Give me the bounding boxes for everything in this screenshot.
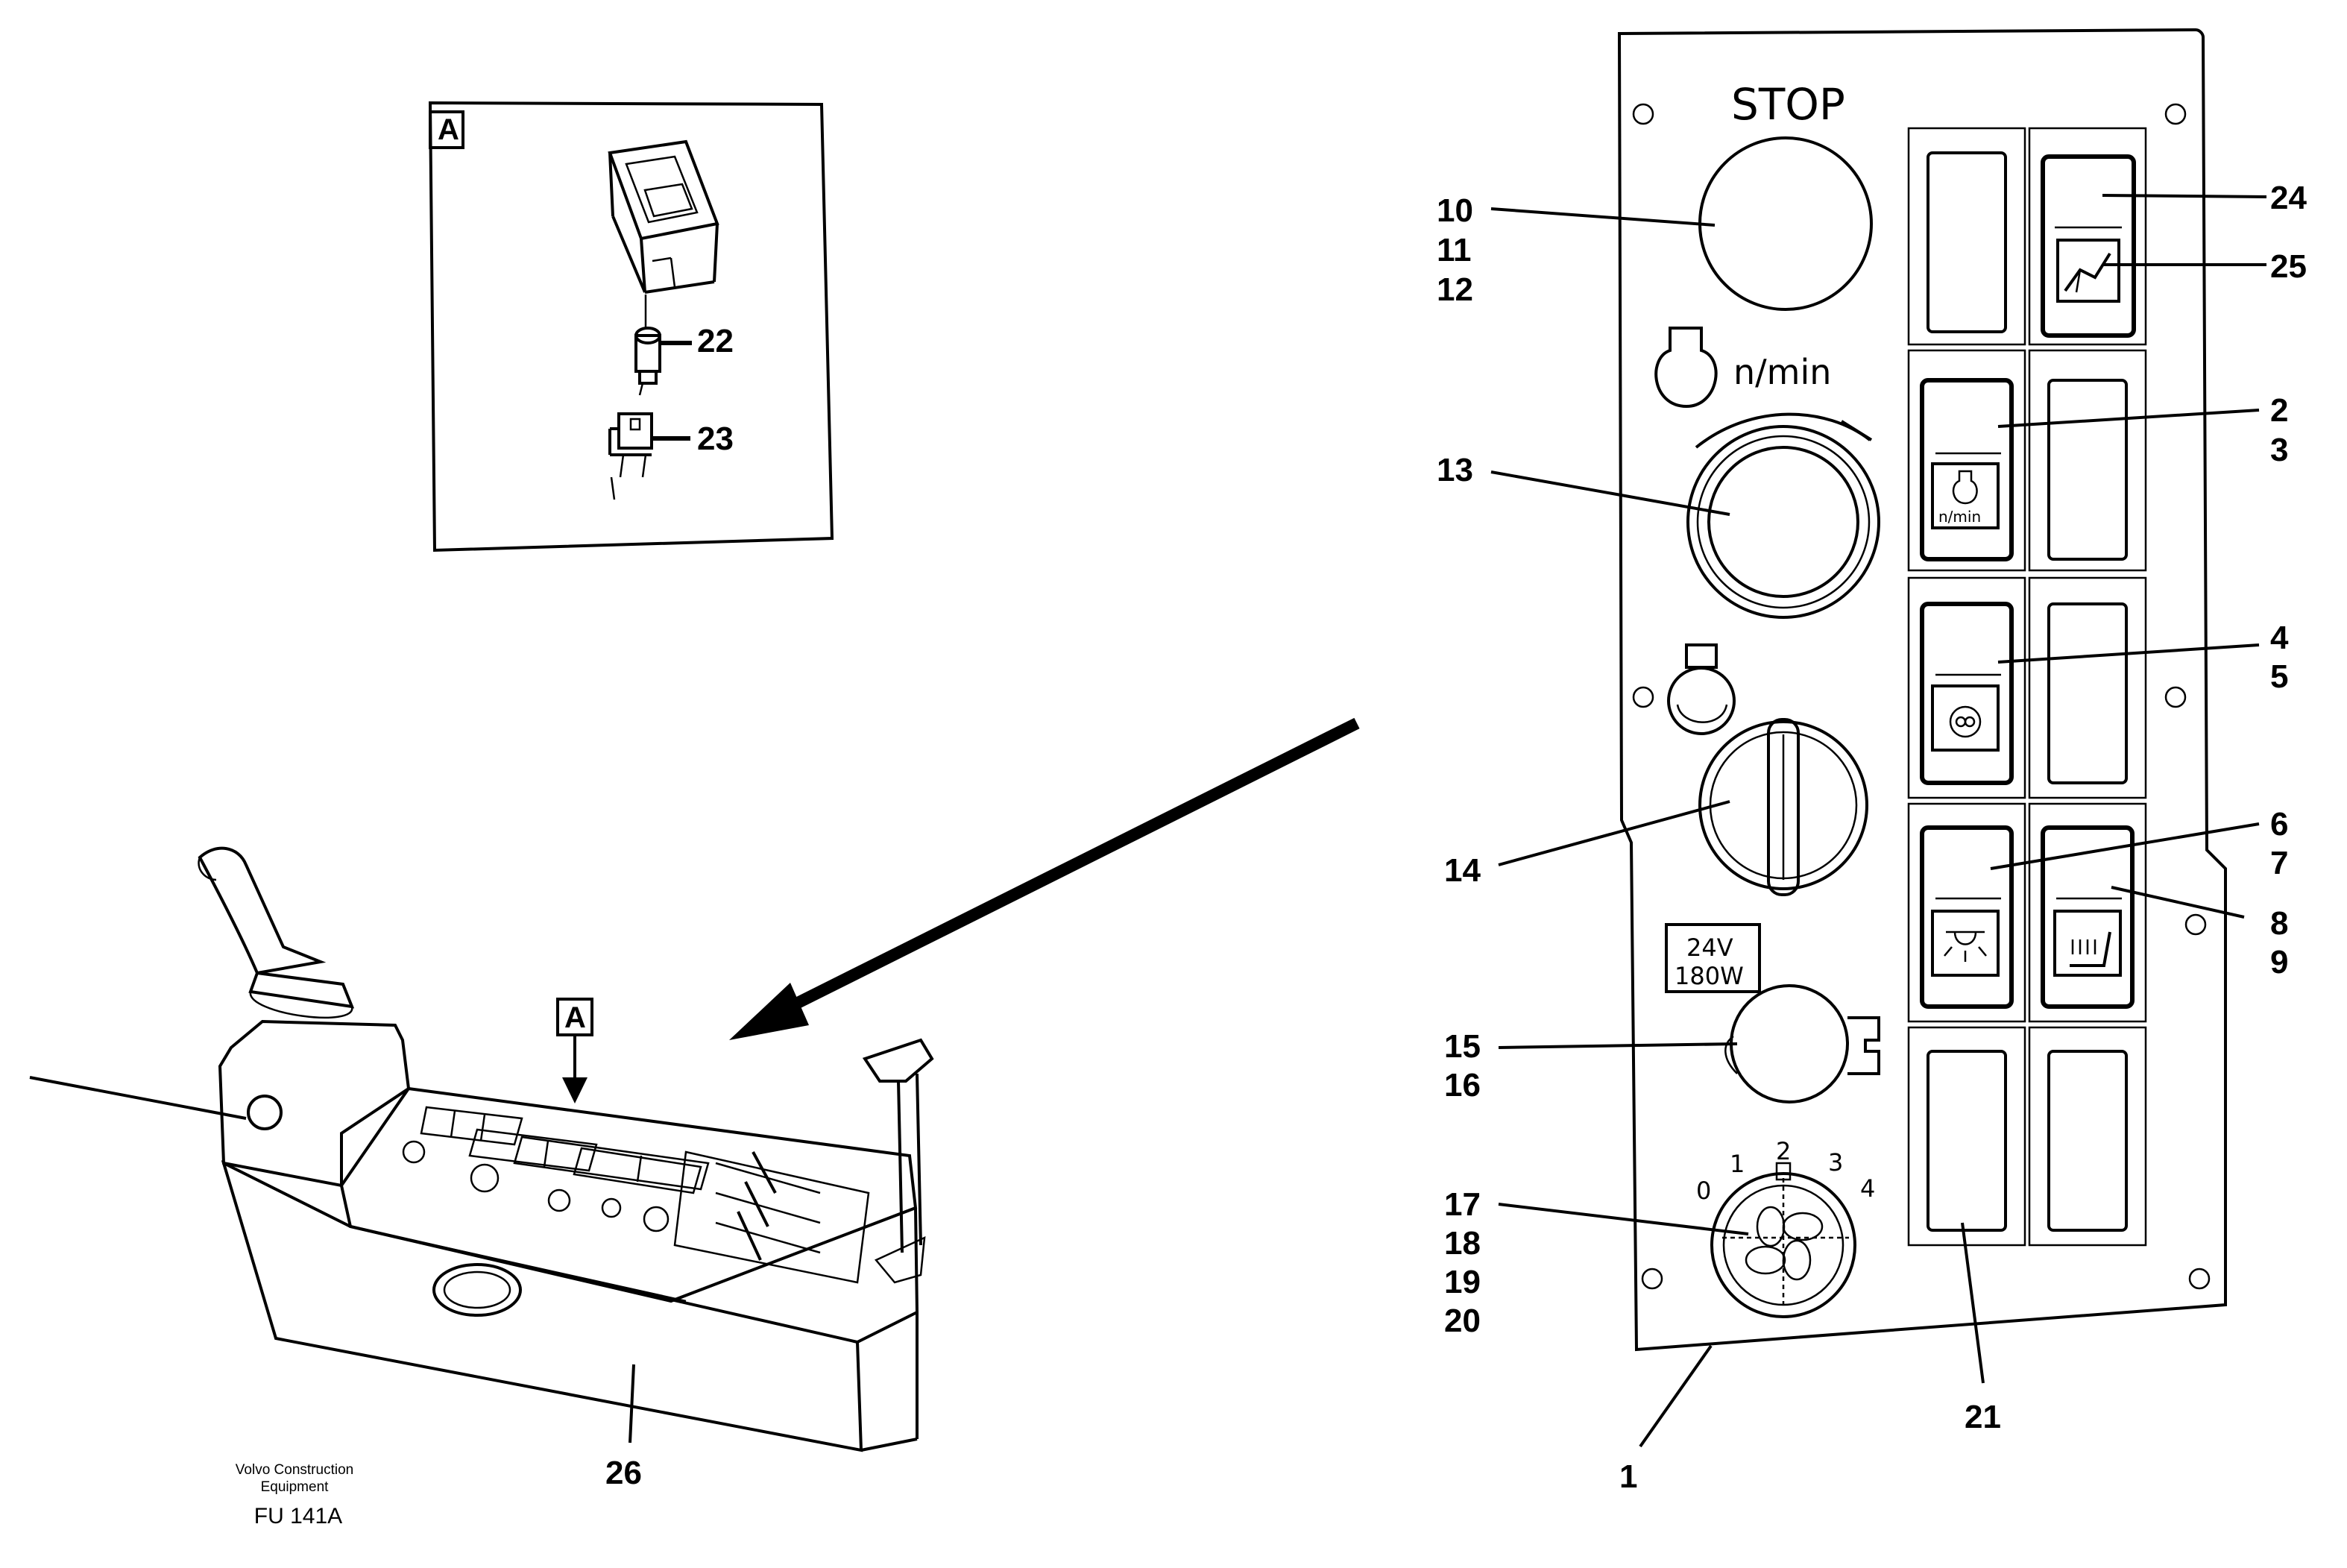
fan-scale-1: 1 (1730, 1150, 1745, 1178)
callout-25: 25 (2270, 248, 2307, 285)
fan-scale-0: 0 (1696, 1177, 1711, 1205)
switch-grid: n/min (1907, 127, 2147, 1247)
stop-button[interactable] (1698, 136, 1873, 311)
rocker-switch-drawing (608, 139, 719, 294)
blank-plug (2047, 1050, 2128, 1232)
callout-22: 22 (697, 323, 734, 359)
bulb-drawing (634, 295, 661, 396)
callout-23: 23 (697, 421, 734, 457)
callout-9: 9 (2270, 944, 2288, 980)
switch-rpm-label: n/min (1938, 508, 1981, 526)
callout-20: 20 (1444, 1303, 1481, 1339)
callout-14: 14 (1444, 852, 1481, 889)
seat-heater-switch[interactable] (2041, 825, 2135, 1009)
cab-light-switch[interactable] (1920, 825, 2014, 1009)
seat-heater-icon (2070, 931, 2111, 967)
callout-7: 7 (2270, 845, 2288, 881)
company-name-line1: Volvo Construction (236, 1462, 353, 1478)
blank-plug (1927, 151, 2007, 333)
socket-voltage: 24V (1686, 933, 1733, 962)
company-name-line2: Equipment (261, 1479, 330, 1495)
engine-icon (1952, 470, 1978, 505)
callout-5: 5 (2270, 658, 2288, 695)
bulb-holder-drawing (608, 412, 653, 500)
power-socket[interactable] (1730, 984, 1849, 1103)
footer: Volvo Construction Equipment FU 141A (236, 1462, 353, 1528)
callout-18: 18 (1444, 1225, 1481, 1262)
blank-plug (2047, 602, 2128, 784)
fan-scale-3: 3 (1828, 1148, 1843, 1177)
callout-8: 8 (2270, 905, 2288, 942)
detail-a-tag-box (429, 110, 464, 149)
callout-13: 13 (1437, 452, 1473, 488)
callout-21: 21 (1965, 1399, 2001, 1435)
callout-10: 10 (1437, 192, 1473, 229)
fan-scale-2: 2 (1776, 1137, 1791, 1165)
operator-console-drawing: A (29, 717, 1360, 1452)
console-a-tag: A (564, 1001, 586, 1034)
wiper-switch[interactable] (2041, 154, 2136, 338)
rpm-label: n/min (1733, 352, 1831, 392)
fan-scale-4: 4 (1860, 1174, 1875, 1203)
rpm-knob[interactable] (1686, 425, 1880, 619)
ignition-switch[interactable] (1698, 720, 1868, 890)
socket-power: 180W (1675, 962, 1744, 990)
blank-plug (2047, 379, 2128, 561)
callout-26: 26 (605, 1455, 642, 1491)
rpm-switch[interactable] (1920, 378, 2014, 561)
figure-reference: FU 141A (254, 1504, 342, 1528)
detail-a-tag: A (438, 113, 459, 146)
control-panel-drawing: STOP n/min 24V 180W (1490, 28, 2267, 1448)
callout-2: 2 (2270, 392, 2288, 429)
callout-17: 17 (1444, 1186, 1481, 1223)
callout-12: 12 (1437, 271, 1473, 308)
callout-15: 15 (1444, 1028, 1481, 1065)
fan-speed-knob[interactable] (1710, 1172, 1856, 1318)
work-light-switch[interactable] (1920, 602, 2014, 785)
console-a-tag-box (556, 998, 593, 1036)
callout-1: 1 (1619, 1458, 1637, 1495)
detail-a-inset: A (428, 101, 834, 552)
stop-label: STOP (1731, 79, 1845, 130)
callout-11: 11 (1437, 232, 1472, 268)
callouts: 10 11 12 13 14 15 16 17 18 19 20 1 21 24… (605, 180, 2307, 1495)
light-icon (1949, 705, 1982, 738)
callout-24: 24 (2270, 180, 2307, 216)
callout-4: 4 (2270, 620, 2289, 656)
wiper-icon (2064, 252, 2111, 292)
callout-16: 16 (1444, 1067, 1481, 1103)
callout-6: 6 (2270, 806, 2288, 843)
callout-3: 3 (2270, 432, 2288, 468)
callout-19: 19 (1444, 1264, 1481, 1300)
blank-plug (1927, 1050, 2007, 1232)
